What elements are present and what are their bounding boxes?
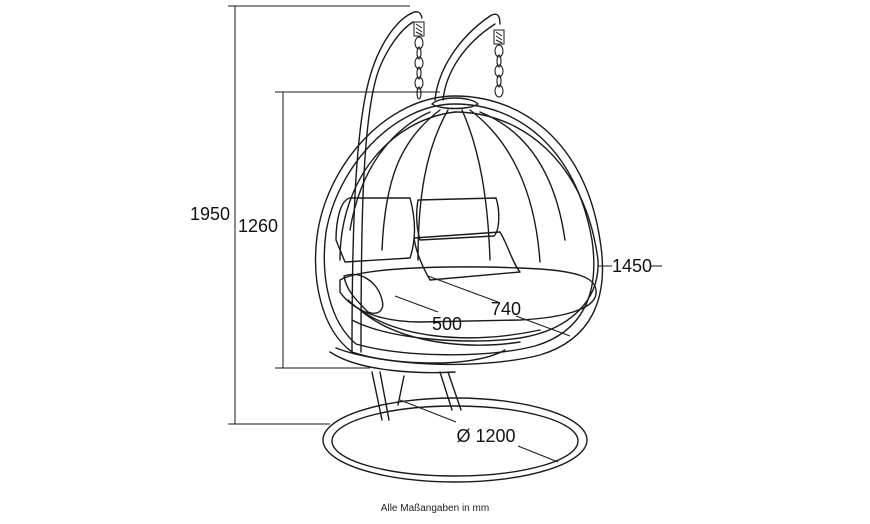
dimension-lines bbox=[228, 5, 662, 463]
seat-width-label: 740 bbox=[491, 299, 521, 319]
cushions bbox=[335, 197, 597, 346]
width-label: 1450 bbox=[612, 256, 652, 276]
basket-height-label: 1260 bbox=[238, 216, 278, 236]
total-height-label: 1950 bbox=[190, 204, 230, 224]
base-diameter-label: Ø 1200 bbox=[456, 426, 515, 446]
stand-arms bbox=[351, 11, 501, 353]
basket-shell bbox=[314, 95, 604, 374]
seat-depth-label: 500 bbox=[432, 314, 462, 334]
base-ring bbox=[322, 371, 588, 483]
chains bbox=[413, 21, 505, 100]
caption: Alle Maßangaben in mm bbox=[380, 503, 490, 514]
